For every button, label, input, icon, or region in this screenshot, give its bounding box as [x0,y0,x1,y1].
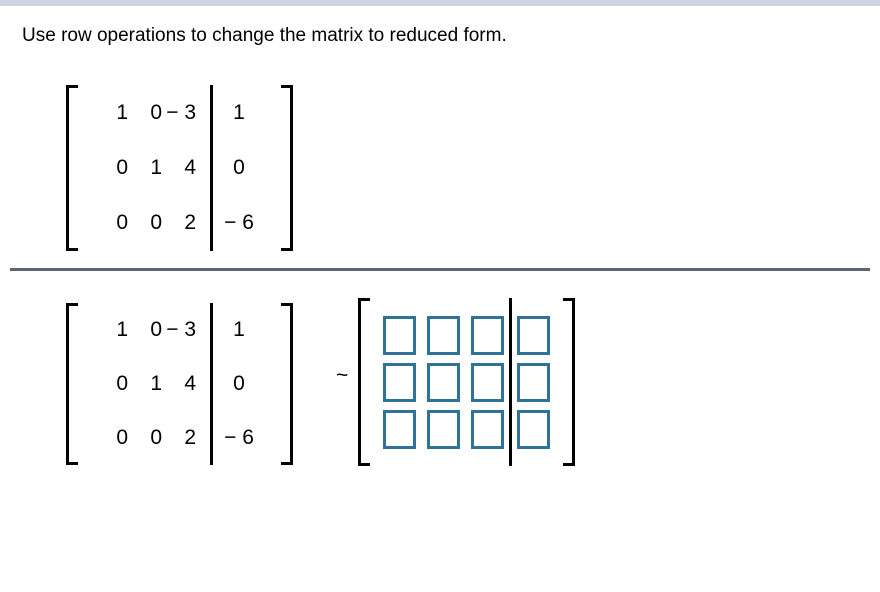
matrix-row: 1 [213,88,265,137]
matrix-row: 0 0 2 [94,414,196,463]
answer-row [517,409,550,449]
matrix-inner-pad-right [265,85,279,251]
answer-augmented-matrix [358,298,575,466]
matrix-row: − 6 [213,414,265,463]
matrix-row: 0 [213,143,265,192]
answer-row [383,409,504,449]
matrix-cell: 0 [116,426,128,449]
matrix-cell: 0 [233,155,245,179]
matrix-cell: 2 [184,426,196,449]
answer-row [383,362,504,402]
equivalence-tilde-symbol: ~ [336,364,349,387]
given-augmented-matrix: 1 0 − 3 0 1 4 0 0 2 1 0 − 6 [66,85,293,251]
work-source-coefficients: 1 0 − 3 0 1 4 0 0 2 [94,303,196,465]
work-source-augment: 1 0 − 6 [213,303,265,465]
matrix-left-bracket [66,85,80,251]
matrix-row: 1 [213,306,265,355]
matrix-cell: 4 [184,372,196,395]
matrix-cell: 0 [150,211,162,235]
matrix-cell: 0 [150,426,162,449]
matrix-cell: 1 [233,100,245,124]
matrix-inner-pad-left [80,85,94,251]
matrix-left-bracket [66,303,80,465]
matrix-row: 0 1 4 [94,143,196,192]
answer-input-r2c2[interactable] [427,362,460,402]
matrix-cell: − 6 [224,426,254,449]
matrix-cell: 1 [150,372,162,395]
matrix-row: 0 1 4 [94,360,196,409]
work-source-matrix: 1 0 − 3 0 1 4 0 0 2 1 0 − 6 [66,303,293,465]
answer-augment-inputs [517,298,550,466]
answer-input-r1c2[interactable] [427,315,460,355]
page-title: Use row operations to change the matrix … [22,25,507,46]
augment-divider-bar [210,85,213,251]
matrix-cell: 1 [116,318,128,341]
answer-row [517,362,550,402]
matrix-right-bracket [279,303,293,465]
answer-input-r3c2[interactable] [427,409,460,449]
answer-coefficient-inputs [383,298,504,466]
matrix-cell: − 6 [224,211,254,235]
matrix-row: − 6 [213,199,265,248]
augment-divider-bar [210,303,213,465]
answer-input-r2c4[interactable] [517,362,550,402]
window-top-bar [0,0,880,6]
matrix-cell: 0 [116,372,128,395]
answer-input-r3c3[interactable] [471,409,504,449]
answer-input-r2c1[interactable] [383,362,416,402]
section-divider [10,268,870,271]
matrix-cell: − 3 [166,100,196,124]
matrix-row: 0 0 2 [94,199,196,248]
matrix-cell: 0 [116,211,128,235]
matrix-cell: 1 [116,100,128,124]
answer-input-r3c4[interactable] [517,409,550,449]
answer-input-r1c1[interactable] [383,315,416,355]
given-matrix-augment: 1 0 − 6 [213,85,265,251]
answer-inner-pad-right [550,298,561,466]
matrix-cell: − 3 [166,318,196,341]
matrix-inner-pad-left [80,303,94,465]
answer-row [383,315,504,355]
matrix-cell: 0 [150,100,162,124]
answer-inner-pad-left [372,298,383,466]
matrix-cell: 0 [233,372,245,395]
augment-divider-bar [509,298,512,466]
matrix-augment-pad [196,303,210,465]
matrix-cell: 0 [150,318,162,341]
matrix-cell: 4 [184,155,196,179]
answer-row [517,315,550,355]
matrix-row: 1 0 − 3 [94,88,196,137]
matrix-cell: 0 [116,155,128,179]
answer-input-r3c1[interactable] [383,409,416,449]
matrix-left-bracket [358,298,372,466]
given-matrix-coefficients: 1 0 − 3 0 1 4 0 0 2 [94,85,196,251]
matrix-cell: 1 [233,318,245,341]
answer-input-r1c3[interactable] [471,315,504,355]
answer-input-r2c3[interactable] [471,362,504,402]
matrix-augment-pad [196,85,210,251]
matrix-row: 1 0 − 3 [94,306,196,355]
matrix-right-bracket [279,85,293,251]
matrix-row: 0 [213,360,265,409]
matrix-right-bracket [561,298,575,466]
matrix-inner-pad-right [265,303,279,465]
matrix-cell: 1 [150,155,162,179]
answer-input-r1c4[interactable] [517,315,550,355]
matrix-cell: 2 [184,211,196,235]
